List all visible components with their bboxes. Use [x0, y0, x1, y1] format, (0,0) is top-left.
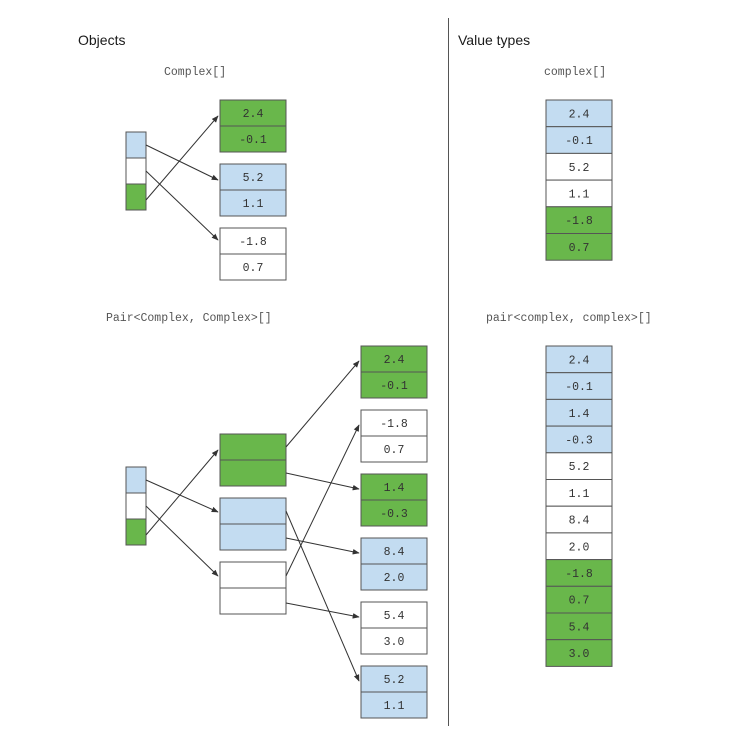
complex-object-2-real: 5.2	[243, 172, 264, 185]
complex-object-1-imag-cell	[219, 125, 287, 153]
pair-value-12: 3.0	[569, 648, 590, 661]
pair-complex-3-real: 1.4	[384, 482, 405, 495]
complex-value-3: 5.2	[569, 162, 590, 175]
pair-complex-1-real: 2.4	[384, 354, 405, 367]
objects-heading: Objects	[78, 32, 126, 48]
pair-value-6: 1.1	[569, 488, 590, 501]
pair-complex-2-imag-cell	[360, 435, 428, 463]
field-arrow-1	[285, 360, 360, 448]
pair-value-cell-1	[545, 345, 613, 374]
pair-complex-2-real-cell	[360, 409, 428, 437]
complex-value-cell-6	[545, 233, 613, 261]
pair-value-11: 5.4	[569, 621, 590, 634]
pair-complex-6-imag-cell	[360, 691, 428, 719]
complex-object-1-imag: -0.1	[239, 134, 267, 147]
complex-object-3-real: -1.8	[239, 236, 267, 249]
value-types-heading: Value types	[458, 32, 531, 48]
complex-value-cell-2	[545, 126, 613, 154]
pair-complex-1-imag: -0.1	[380, 380, 408, 393]
complex-object-3-real-cell	[219, 227, 287, 255]
pair-array-label: Pair<Complex, Complex>[]	[106, 312, 272, 325]
pair-reference-slot-1	[125, 466, 147, 494]
pair-object-2-first-field	[219, 497, 287, 525]
field-arrow-2	[285, 472, 360, 491]
pair-pointer-arrow-2	[145, 505, 219, 577]
pair-object-1-first-field	[219, 433, 287, 461]
pair-value-4: -0.3	[565, 434, 593, 447]
pointer-arrow-3	[145, 115, 219, 201]
pair-value-array-label: pair<complex, complex>[]	[486, 312, 652, 325]
pair-complex-3-real-cell	[360, 473, 428, 501]
complex-value-1: 2.4	[569, 108, 590, 121]
pair-value-cell-4	[545, 425, 613, 454]
reference-slot-1	[125, 131, 147, 159]
complex-object-2-imag: 1.1	[243, 198, 264, 211]
complex-value-5: -1.8	[565, 215, 593, 228]
pair-pointer-arrow-3	[145, 449, 219, 536]
pair-complex-4-real: 8.4	[384, 546, 405, 559]
pair-reference-slot-2	[125, 492, 147, 520]
pair-complex-1-imag-cell	[360, 371, 428, 399]
pair-complex-6-real: 5.2	[384, 674, 405, 687]
pair-value-5: 5.2	[569, 461, 590, 474]
pair-value-7: 8.4	[569, 515, 590, 528]
column-divider	[448, 18, 449, 726]
pair-complex-4-imag-cell	[360, 563, 428, 591]
pair-complex-6-imag: 1.1	[384, 700, 405, 713]
pair-object-2-second-field	[219, 523, 287, 551]
pair-complex-2-imag: 0.7	[384, 444, 405, 457]
pair-complex-1-real-cell	[360, 345, 428, 373]
complex-object-3-imag: 0.7	[243, 262, 264, 275]
pair-value-2: -0.1	[565, 381, 593, 394]
pair-value-cell-5	[545, 452, 613, 480]
complex-object-1-real: 2.4	[243, 108, 264, 121]
pair-complex-3-imag-cell	[360, 499, 428, 527]
pair-complex-5-imag-cell	[360, 627, 428, 655]
pair-complex-5-real-cell	[360, 601, 428, 629]
pair-value-1: 2.4	[569, 354, 590, 367]
complex-value-cell-5	[545, 206, 613, 235]
pair-complex-4-real-cell	[360, 537, 428, 565]
pair-value-8: 2.0	[569, 541, 590, 554]
pointer-arrow-2	[145, 170, 219, 241]
reference-slot-3	[125, 183, 147, 211]
pair-object-3-first-field	[219, 561, 287, 589]
pair-value-10: 0.7	[569, 595, 590, 608]
complex-value-6: 0.7	[569, 242, 590, 255]
complex-value-4: 1.1	[569, 188, 590, 201]
pair-complex-6-real-cell	[360, 665, 428, 693]
pair-value-cell-2	[545, 372, 613, 400]
pair-value-cell-12	[545, 639, 613, 667]
complex-object-2-real-cell	[219, 163, 287, 191]
pair-value-3: 1.4	[569, 408, 590, 421]
pair-reference-slot-3	[125, 518, 147, 546]
field-arrow-3	[285, 510, 360, 682]
pair-complex-3-imag: -0.3	[380, 508, 408, 521]
pair-object-3-second-field	[219, 587, 287, 615]
pair-value-cell-8	[545, 532, 613, 561]
complex-value-2: -0.1	[565, 135, 593, 148]
field-arrow-5	[285, 424, 360, 577]
complex-object-1-real-cell	[219, 99, 287, 127]
pointer-arrow-1	[145, 144, 219, 181]
pair-complex-4-imag: 2.0	[384, 572, 405, 585]
pair-complex-5-imag: 3.0	[384, 636, 405, 649]
field-arrow-4	[285, 537, 360, 555]
reference-slot-2	[125, 157, 147, 185]
pair-value-9: -1.8	[565, 568, 593, 581]
complex-array-label: Complex[]	[164, 66, 227, 79]
complex-object-3-imag-cell	[219, 253, 287, 281]
pair-object-1-second-field	[219, 459, 287, 487]
pair-pointer-arrow-1	[145, 479, 219, 513]
pair-complex-5-real: 5.4	[384, 610, 405, 623]
pair-complex-2-real: -1.8	[380, 418, 408, 431]
field-arrow-6	[285, 602, 360, 619]
complex-object-2-imag-cell	[219, 189, 287, 217]
complex-value-cell-1	[545, 99, 613, 128]
complex-value-array-label: complex[]	[544, 66, 607, 79]
pair-value-cell-3	[545, 398, 613, 427]
